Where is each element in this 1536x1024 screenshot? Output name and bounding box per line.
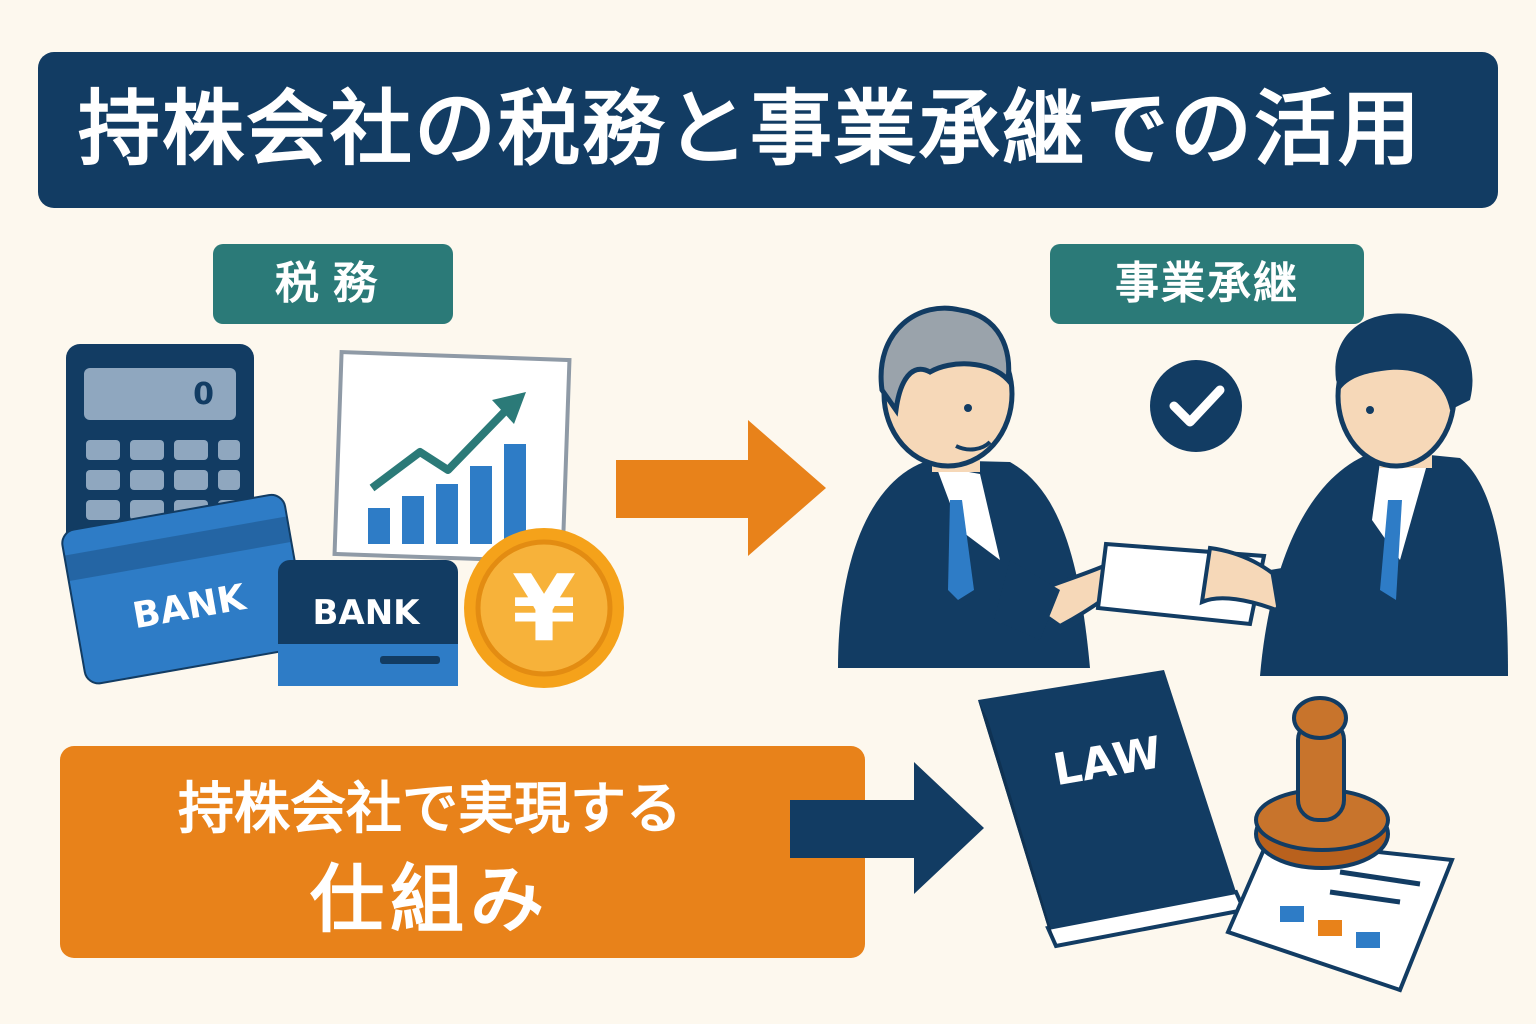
orange-arrow-icon [616,420,826,556]
page-title: 持株会社の税務と事業承継での活用 [78,82,1423,177]
check-icon [1150,360,1242,452]
mechanism-line1: 持株会社で実現する [178,777,682,842]
mechanism-line2: 仕組み [310,857,550,943]
stamp-icon [1254,696,1390,870]
young-businessman [1199,313,1508,676]
mechanism-box [60,746,865,958]
bank-card-large: BANK [61,493,309,685]
calculator-display: 0 [193,377,214,412]
business-handover-illustration [838,305,1508,676]
yen-coin-icon: ¥ [464,528,624,688]
navy-arrow-icon [790,762,984,894]
law-book-icon: LAW [978,670,1247,949]
document-icon [1225,837,1455,993]
senior-businessman [838,305,1153,668]
bank-card-small: BANK [278,560,458,686]
bank-card-small-label: BANK [312,593,421,633]
succession-tag: 事業承継 [1050,244,1364,324]
tax-tag: 税務 [213,244,453,324]
growth-chart-icon [332,350,572,564]
title-banner [38,52,1498,208]
yen-symbol: ¥ [512,555,576,662]
